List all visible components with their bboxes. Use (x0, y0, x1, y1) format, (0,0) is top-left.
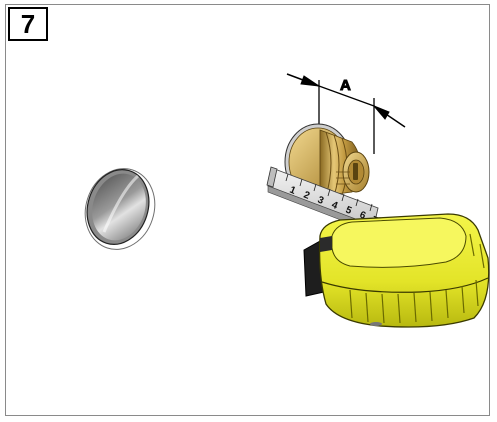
step-number-box: 7 (8, 7, 48, 41)
tape-number: 3 (316, 195, 326, 207)
door-hole (84, 168, 156, 250)
tape-number: 1 (288, 185, 298, 197)
tape-measure-body (303, 213, 490, 328)
tape-number: 5 (344, 205, 354, 217)
tape-number: 2 (302, 190, 312, 202)
dimension-label: A (340, 77, 351, 94)
figure-frame (5, 4, 490, 416)
tape-number: 4 (330, 200, 340, 212)
step-number: 7 (20, 8, 36, 39)
tape-number: 6 (358, 210, 368, 222)
dimension-a: A (286, 73, 406, 154)
